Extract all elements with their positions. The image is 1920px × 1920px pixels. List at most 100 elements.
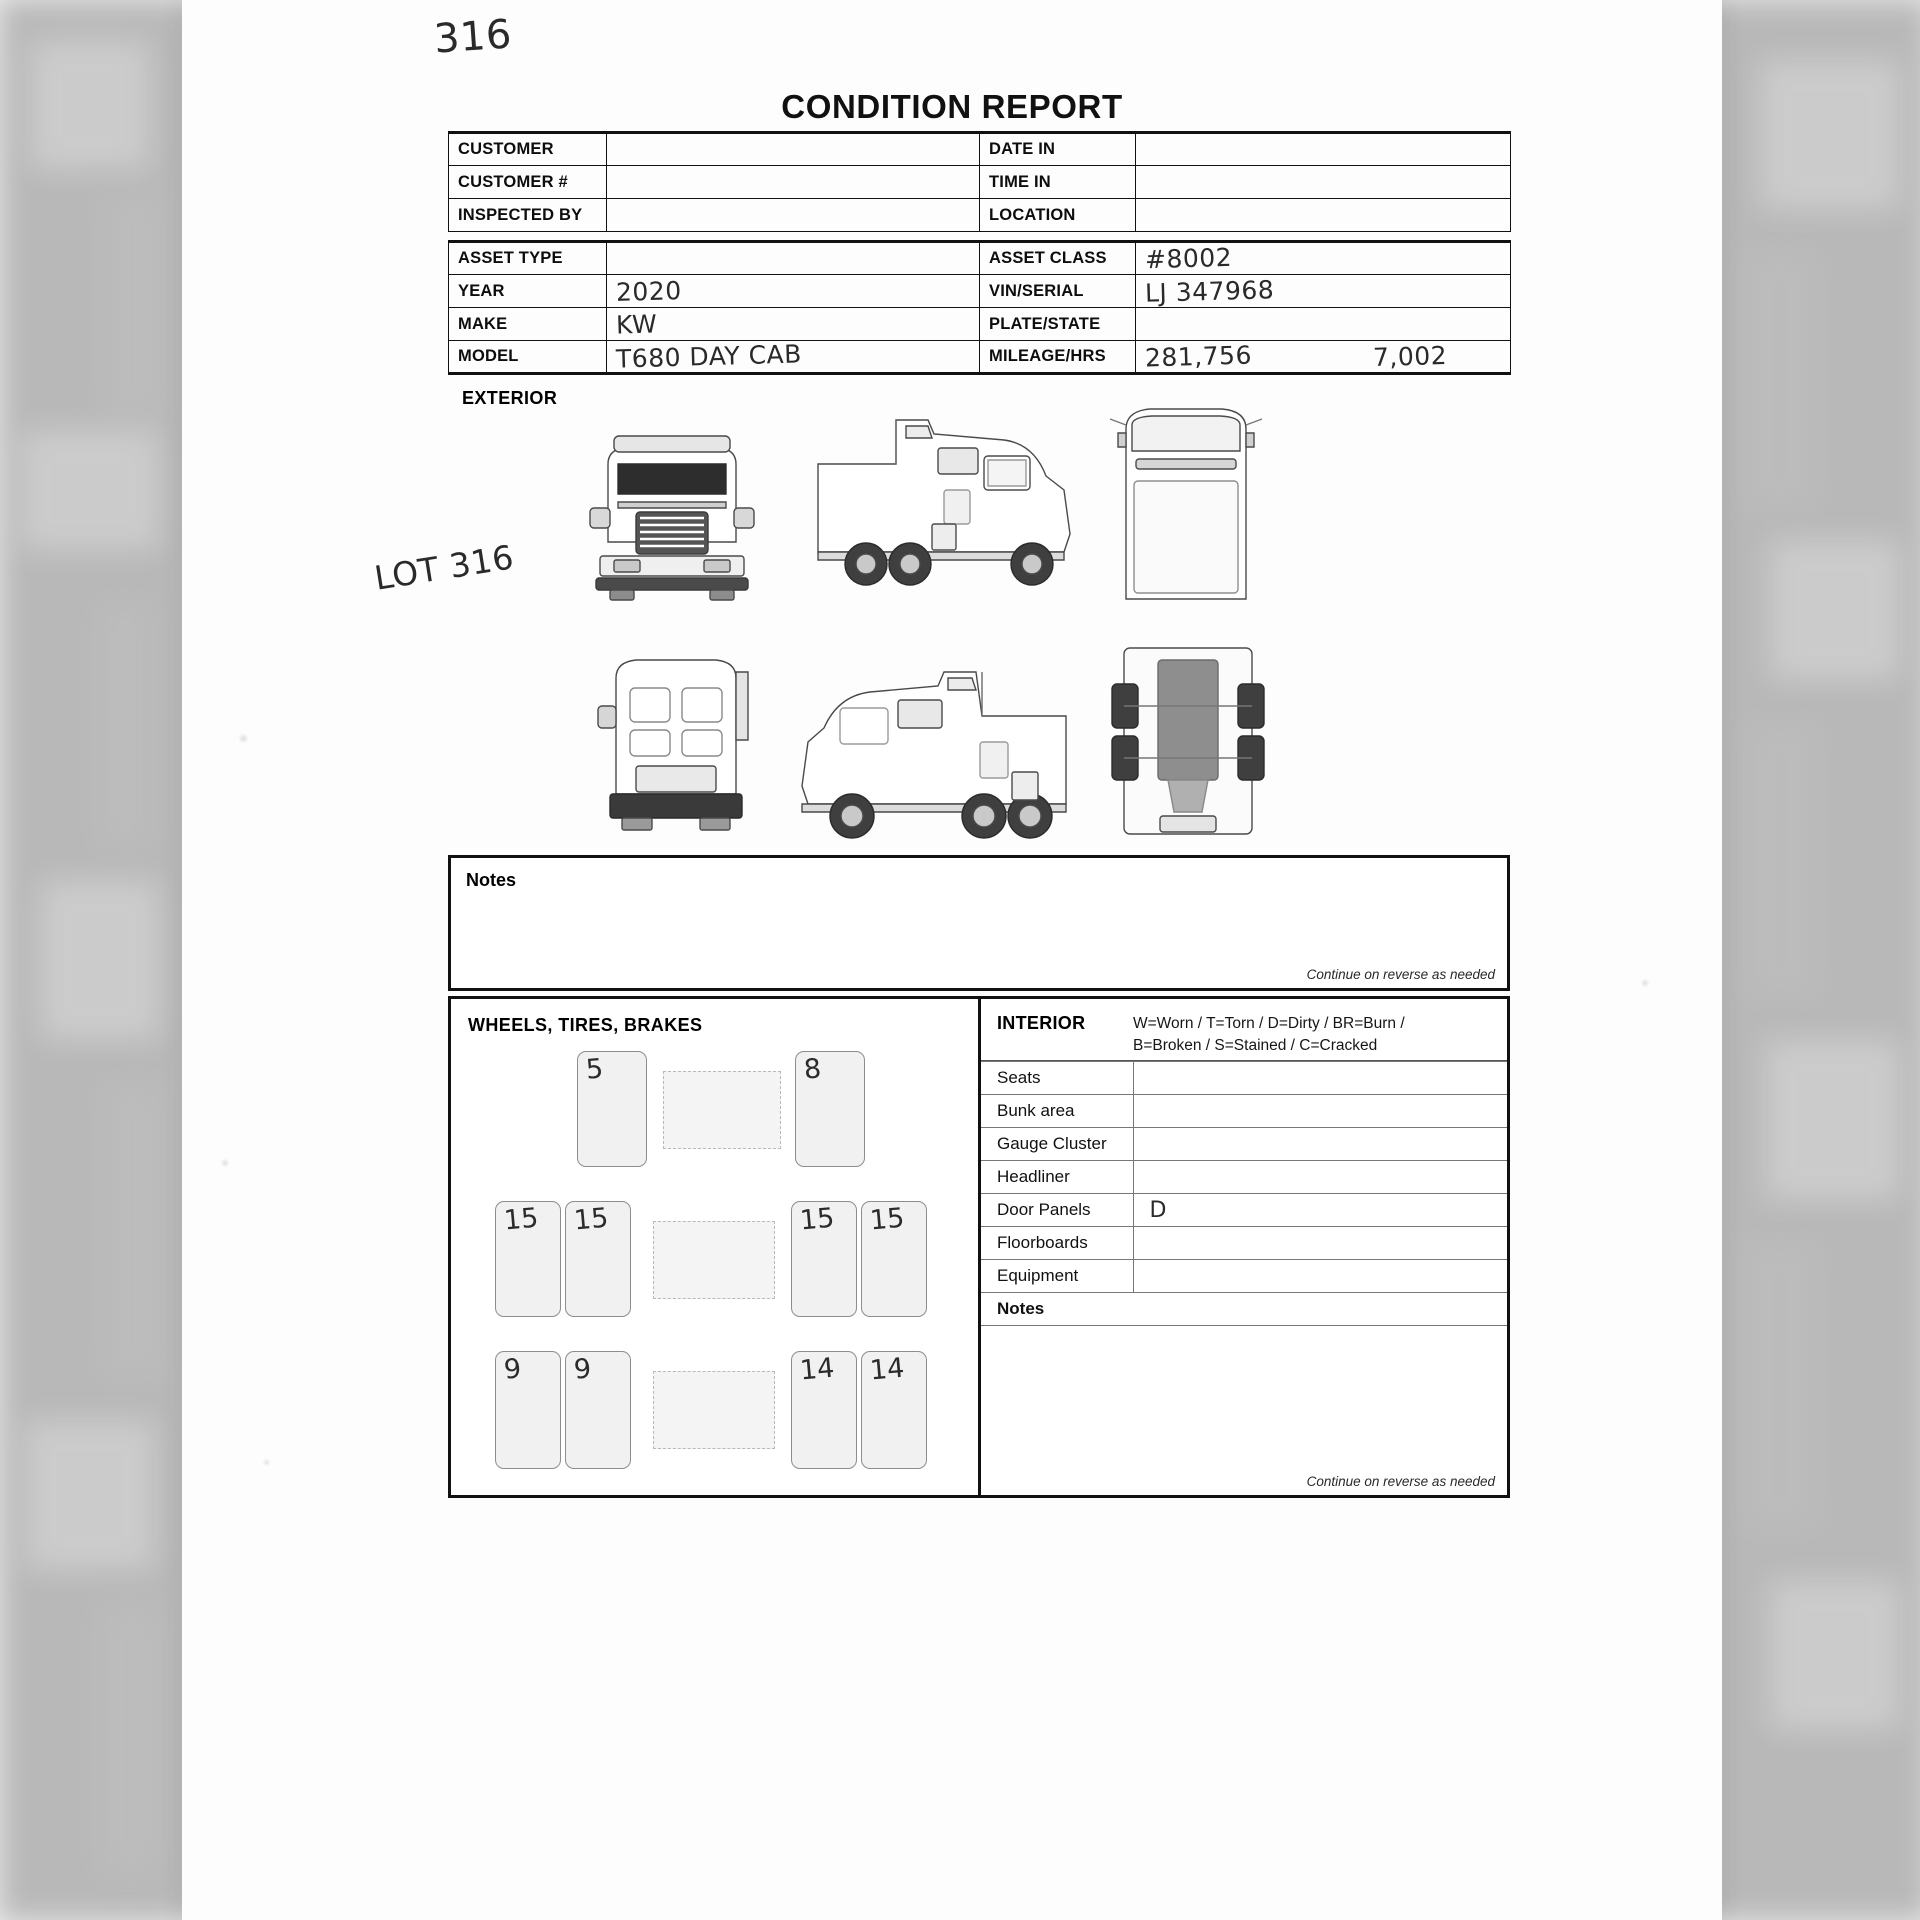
tire-steer-right[interactable]: 8 bbox=[795, 1051, 865, 1167]
exterior-truck-diagrams bbox=[448, 404, 1510, 854]
field-value-asset-type[interactable] bbox=[606, 241, 980, 275]
tire-drive-fwd-right-inner[interactable]: 15 bbox=[791, 1201, 857, 1317]
tire-drive-rear-left-outer[interactable]: 9 bbox=[495, 1351, 561, 1469]
table-row: Equipment bbox=[981, 1259, 1507, 1293]
interior-value-floorboards[interactable] bbox=[1133, 1226, 1507, 1260]
interior-label-headliner: Headliner bbox=[981, 1160, 1134, 1194]
field-value-asset-class[interactable]: #8002 bbox=[1135, 241, 1511, 275]
field-label-plate-state: PLATE/STATE bbox=[979, 307, 1136, 341]
truck-rear-view-icon bbox=[597, 659, 749, 831]
field-label-make: MAKE bbox=[448, 307, 607, 341]
interior-label-equipment: Equipment bbox=[981, 1259, 1134, 1293]
lower-panel: WHEELS, TIRES, BRAKES 5 8 15 bbox=[448, 996, 1510, 1498]
page-title: CONDITION REPORT bbox=[781, 88, 1123, 125]
field-label-asset-class: ASSET CLASS bbox=[979, 241, 1136, 275]
wheels-tires-brakes-section: WHEELS, TIRES, BRAKES 5 8 15 bbox=[451, 999, 981, 1495]
handwriting-mileage: 281,756 bbox=[1144, 340, 1253, 373]
wheels-section-heading: WHEELS, TIRES, BRAKES bbox=[468, 1015, 703, 1035]
interior-value-door-panels[interactable]: D bbox=[1133, 1193, 1507, 1227]
axle-beam-drive-rear bbox=[653, 1371, 775, 1449]
field-value-make[interactable]: KW bbox=[606, 307, 980, 341]
table-row: Bunk area bbox=[981, 1094, 1507, 1128]
tire-drive-rear-right-outer[interactable]: 14 bbox=[861, 1351, 927, 1469]
interior-value-seats[interactable] bbox=[1133, 1061, 1507, 1095]
interior-section: INTERIOR W=Worn / T=Torn / D=Dirty / BR=… bbox=[981, 999, 1507, 1495]
truck-side-view-right-icon bbox=[801, 671, 1067, 839]
interior-label-door-panels: Door Panels bbox=[981, 1193, 1134, 1227]
tire-depth-drive-rear-left-inner: 9 bbox=[572, 1353, 593, 1386]
tire-depth-drive-fwd-right-inner: 15 bbox=[798, 1202, 836, 1237]
axle-beam-steer bbox=[663, 1071, 781, 1149]
interior-label-gauge-cluster: Gauge Cluster bbox=[981, 1127, 1134, 1161]
handwriting-make: KW bbox=[615, 308, 658, 340]
notes-continue-text: Continue on reverse as needed bbox=[1306, 967, 1495, 982]
handwriting-year: 2020 bbox=[615, 275, 683, 307]
handwriting-hours: 7,002 bbox=[1372, 340, 1448, 373]
interior-condition-legend: W=Worn / T=Torn / D=Dirty / BR=Burn / B=… bbox=[1133, 1013, 1405, 1058]
tire-drive-fwd-right-outer[interactable]: 15 bbox=[861, 1201, 927, 1317]
table-row: CUSTOMER # TIME IN bbox=[448, 165, 1511, 199]
field-label-customer-number: CUSTOMER # bbox=[448, 165, 607, 199]
interior-label-bunk-area: Bunk area bbox=[981, 1094, 1134, 1128]
axle-row-steer: 5 8 bbox=[451, 1051, 981, 1169]
axle-beam-drive-forward bbox=[653, 1221, 775, 1299]
tire-depth-drive-rear-right-outer: 14 bbox=[868, 1352, 906, 1387]
interior-value-gauge-cluster[interactable] bbox=[1133, 1127, 1507, 1161]
tire-drive-fwd-left-outer[interactable]: 15 bbox=[495, 1201, 561, 1317]
field-label-year: YEAR bbox=[448, 274, 607, 308]
handwriting-door-panels: D bbox=[1149, 1197, 1167, 1223]
exterior-section-heading: EXTERIOR bbox=[462, 388, 558, 408]
interior-label-seats: Seats bbox=[981, 1061, 1134, 1095]
handwriting-vin-serial: LJ 347968 bbox=[1144, 274, 1275, 308]
field-value-location[interactable] bbox=[1135, 198, 1511, 232]
legend-line-1: W=Worn / T=Torn / D=Dirty / BR=Burn / bbox=[1133, 1015, 1405, 1032]
field-label-customer: CUSTOMER bbox=[448, 132, 607, 166]
field-label-location: LOCATION bbox=[979, 198, 1136, 232]
notes-label: Notes bbox=[466, 870, 517, 890]
truck-front-view-icon bbox=[589, 435, 755, 601]
notes-section[interactable]: Notes Continue on reverse as needed bbox=[448, 855, 1510, 991]
table-row: Door Panels D bbox=[981, 1193, 1507, 1227]
field-value-model[interactable]: T680 DAY CAB bbox=[606, 339, 980, 374]
field-value-vin-serial[interactable]: LJ 347968 bbox=[1135, 274, 1511, 308]
table-row: YEAR 2020 VIN/SERIAL LJ 347968 bbox=[448, 274, 1511, 308]
field-value-customer[interactable] bbox=[606, 132, 980, 166]
field-value-customer-number[interactable] bbox=[606, 165, 980, 199]
interior-notes-area[interactable]: Continue on reverse as needed bbox=[981, 1327, 1507, 1495]
interior-value-headliner[interactable] bbox=[1133, 1160, 1507, 1194]
interior-value-equipment[interactable] bbox=[1133, 1259, 1507, 1293]
handwritten-lot-number-top: 316 bbox=[432, 11, 514, 63]
field-label-model: MODEL bbox=[448, 340, 607, 374]
table-row: MODEL T680 DAY CAB MILEAGE/HRS 281,756 7… bbox=[448, 339, 1511, 374]
interior-section-heading: INTERIOR bbox=[997, 1013, 1086, 1033]
tire-drive-rear-right-inner[interactable]: 14 bbox=[791, 1351, 857, 1469]
truck-side-view-left-icon bbox=[817, 419, 1071, 586]
field-value-time-in[interactable] bbox=[1135, 165, 1511, 199]
interior-header: INTERIOR W=Worn / T=Torn / D=Dirty / BR=… bbox=[981, 999, 1507, 1061]
truck-top-view-rear-icon bbox=[1111, 647, 1265, 835]
field-value-year[interactable]: 2020 bbox=[606, 274, 980, 308]
table-row: Gauge Cluster bbox=[981, 1127, 1507, 1161]
tire-depth-steer-right: 8 bbox=[802, 1053, 823, 1086]
field-label-date-in: DATE IN bbox=[979, 132, 1136, 166]
tire-depth-drive-fwd-right-outer: 15 bbox=[868, 1202, 906, 1237]
field-value-inspected-by[interactable] bbox=[606, 198, 980, 232]
field-value-plate-state[interactable] bbox=[1135, 307, 1511, 341]
handwriting-asset-class: #8002 bbox=[1144, 242, 1233, 275]
scanned-page: 316 LOT 316 CONDITION REPORT CUSTOMER DA… bbox=[182, 0, 1722, 1920]
tire-drive-rear-left-inner[interactable]: 9 bbox=[565, 1351, 631, 1469]
field-value-mileage-hrs[interactable]: 281,756 7,002 bbox=[1135, 340, 1511, 374]
field-label-time-in: TIME IN bbox=[979, 165, 1136, 199]
table-row: Notes bbox=[981, 1292, 1507, 1326]
tire-drive-fwd-left-inner[interactable]: 15 bbox=[565, 1201, 631, 1317]
table-row: CUSTOMER DATE IN bbox=[448, 132, 1511, 166]
field-label-asset-type: ASSET TYPE bbox=[448, 241, 607, 275]
axle-row-drive-forward: 15 15 15 15 bbox=[451, 1201, 981, 1319]
field-value-date-in[interactable] bbox=[1135, 132, 1511, 166]
tire-steer-left[interactable]: 5 bbox=[577, 1051, 647, 1167]
tire-depth-drive-fwd-left-outer: 15 bbox=[502, 1202, 540, 1237]
tire-depth-drive-fwd-left-inner: 15 bbox=[572, 1202, 610, 1237]
axle-tire-diagram: 5 8 15 15 15 bbox=[451, 1037, 981, 1492]
field-label-vin-serial: VIN/SERIAL bbox=[979, 274, 1136, 308]
interior-value-bunk-area[interactable] bbox=[1133, 1094, 1507, 1128]
